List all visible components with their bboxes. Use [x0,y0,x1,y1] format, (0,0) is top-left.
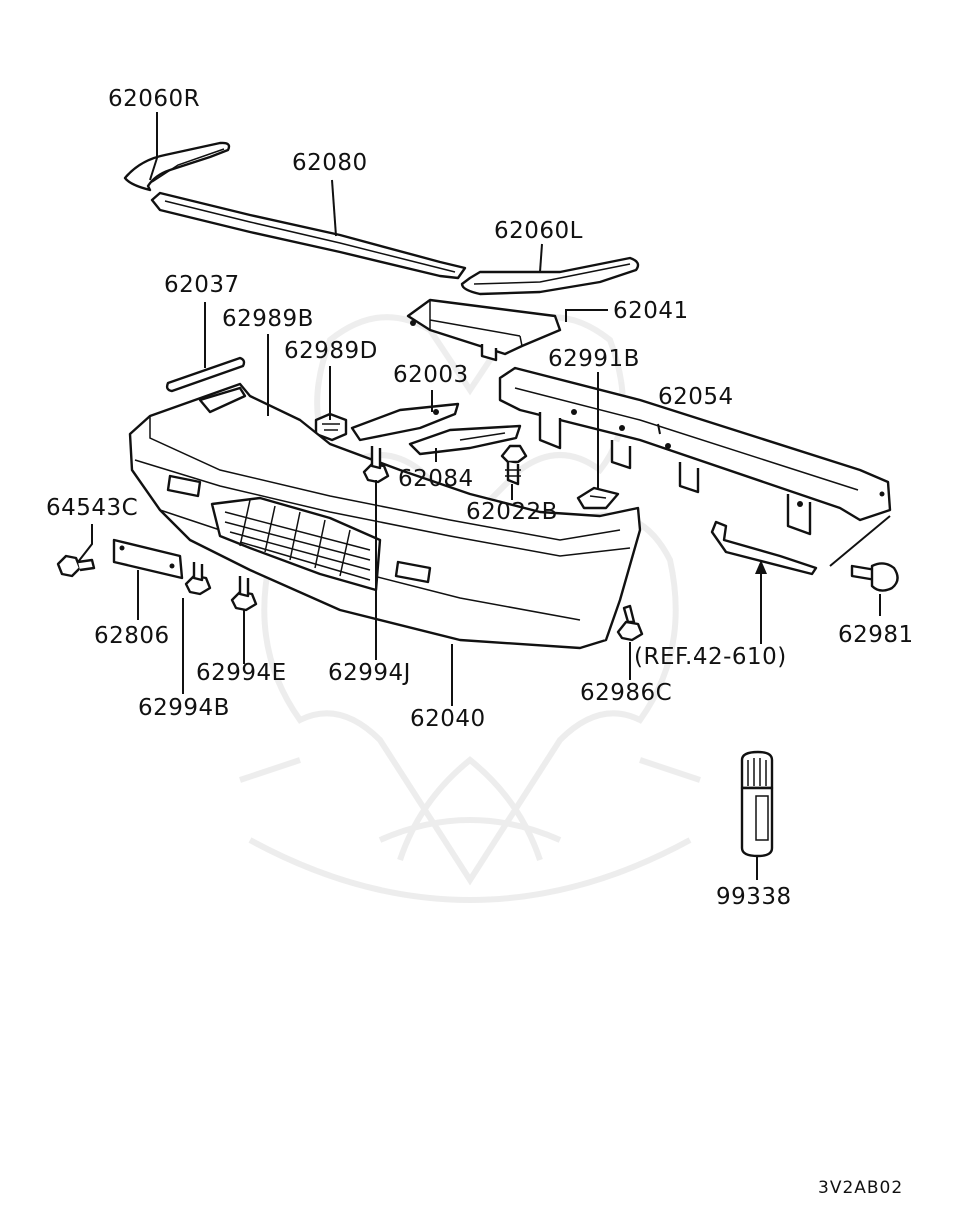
part-62994J-screw [362,446,390,484]
part-62003-plate [350,402,460,442]
label-62054: 62054 [658,384,734,410]
part-62041-bracket [406,298,562,362]
part-62037-strip [165,356,246,393]
part-64543C-bolt [56,554,96,578]
part-62981-bolt [850,562,899,592]
label-62989B: 62989B [222,306,314,332]
part-62986C-clip [616,604,644,642]
label-62986C: 62986C [580,680,672,706]
part-62060L-molding [460,256,640,296]
label-62037: 62037 [164,272,240,298]
part-62022B-fastener [500,444,528,486]
label-62080: 62080 [292,150,368,176]
label-62040: 62040 [410,706,486,732]
part-62994B-screw [184,562,212,596]
label-62994J: 62994J [328,660,411,686]
label-ref-42-610: (REF.42-610) [634,644,787,670]
label-62022B: 62022B [466,499,558,525]
label-62806: 62806 [94,623,170,649]
part-62080-molding [150,191,467,280]
part-reference-bracket [710,520,818,576]
label-64543C: 64543C [46,495,138,521]
part-62994E-screw [230,576,258,612]
leader-lines [77,112,891,880]
label-62994E: 62994E [196,660,287,686]
label-62994B: 62994B [138,695,230,721]
label-62084: 62084 [398,466,474,492]
part-62040-bumper-cover [128,382,642,650]
drawing-code: 3V2AB02 [818,1178,903,1198]
part-labels: 62060R 62080 62060L 62037 62989B 62989D … [46,86,914,1198]
label-99338: 99338 [716,884,792,910]
part-62806-plate [112,538,184,580]
label-62041: 62041 [613,298,689,324]
part-62060R-molding [123,141,231,192]
label-62003: 62003 [393,362,469,388]
label-62989D: 62989D [284,338,378,364]
label-62060R: 62060R [108,86,200,112]
label-62991B: 62991B [548,346,640,372]
part-99338-paint-bottle [740,750,774,858]
part-62991B-retainer [576,486,620,510]
label-62981: 62981 [838,622,914,648]
part-62084-bracket [408,424,522,456]
label-62060L: 62060L [494,218,583,244]
